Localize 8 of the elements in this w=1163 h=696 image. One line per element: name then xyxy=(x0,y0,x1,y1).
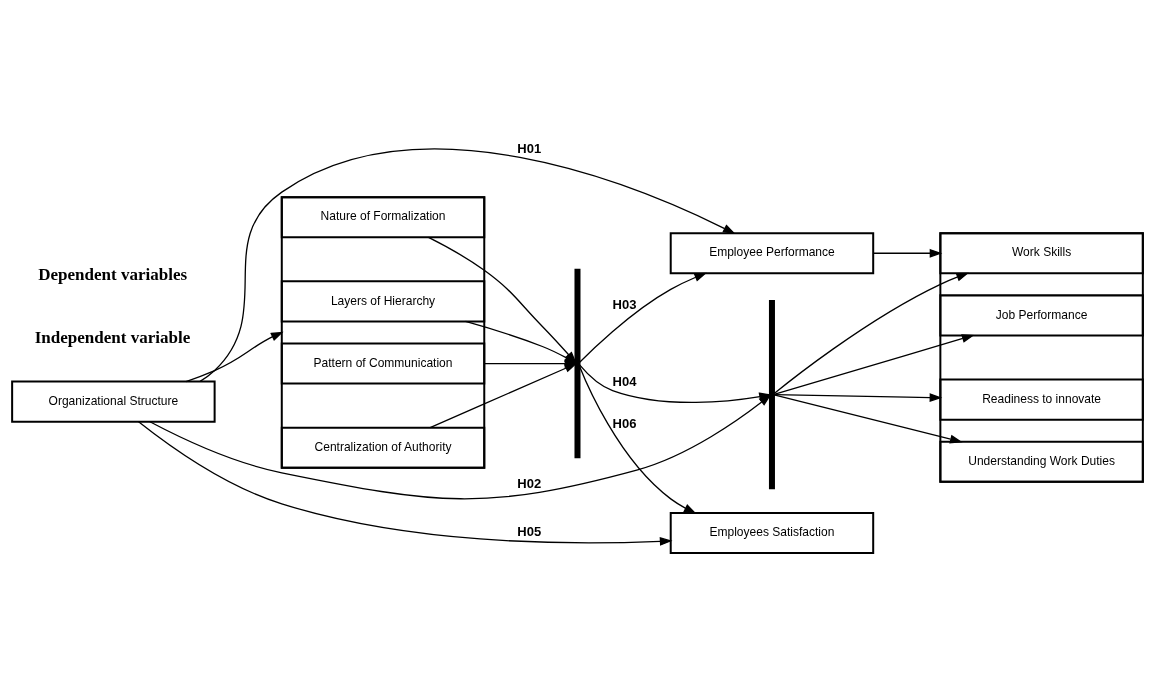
edge-label: H06 xyxy=(612,415,637,431)
edge-label: H04 xyxy=(612,373,637,389)
edge-label: H01 xyxy=(517,140,542,156)
edge-label: H05 xyxy=(517,523,542,539)
label: Dependent variables xyxy=(38,264,188,284)
label: Independent variable xyxy=(34,327,191,347)
edge-label: H03 xyxy=(612,296,637,312)
edge-label: H02 xyxy=(517,475,542,491)
